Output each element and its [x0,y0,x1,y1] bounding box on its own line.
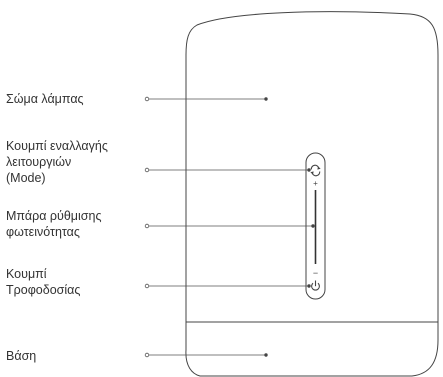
leader-line-power [144,283,311,289]
mode-cycle-icon[interactable] [310,164,321,177]
label-lamp-body: Σώμα λάμπας [6,92,84,106]
leader-line-body [144,96,268,102]
label-brightness-bar: Μπάρα ρύθμισης φωτεινότητας [6,209,102,239]
leader-line-brightness [144,223,315,229]
brightness-minus-label: − [313,268,318,278]
label-power-button: Κουμπί Τροφοδοσίας [6,267,81,297]
leader-line-mode [144,167,311,173]
lamp-body-outline [185,11,439,377]
label-base: Βάση [6,349,37,363]
leader-line-base [144,352,268,358]
power-icon[interactable] [311,280,320,291]
label-mode-button: Κουμπί εναλλαγής λειτουργιών (Mode) [6,139,108,185]
brightness-plus-label: + [313,179,318,188]
